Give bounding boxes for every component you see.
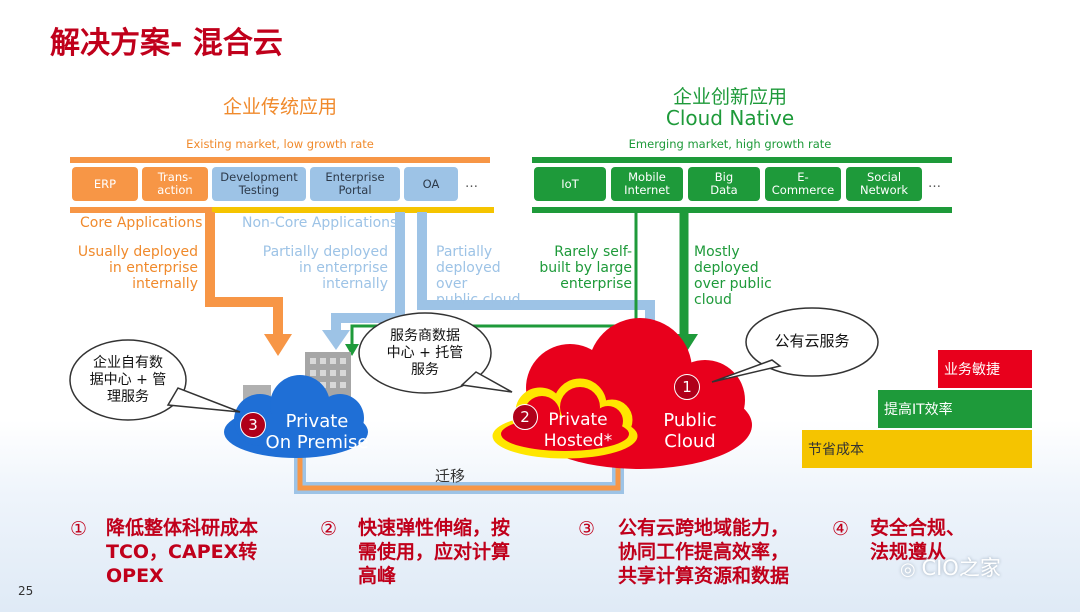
arrow-noncore-to-premise-head (322, 330, 350, 350)
innovative-subtitle: Emerging market, high growth rate (628, 137, 832, 151)
public-cloud-label: Public Cloud (663, 410, 717, 452)
core-applications-label: Core Applications (80, 215, 203, 231)
label-deployed-internally: Usually deployed in enterprise internall… (77, 244, 198, 292)
core-bar (70, 207, 212, 213)
benefit-3-num: ③ (578, 518, 596, 540)
benefit-4-num: ④ (832, 518, 850, 540)
benefit-3-text: 公有云跨地域能力， 协同工作提高效率， 共享计算资源和数据 (618, 517, 790, 587)
arrow-core-to-premise-head (264, 334, 292, 356)
innovative-more: … (928, 176, 941, 191)
noncore-applications-label: Non-Core Applications (242, 215, 398, 231)
watermark-text: CIO之家 (921, 556, 1001, 580)
app-transaction: Trans- action (142, 167, 208, 201)
traditional-top-bar (70, 157, 490, 163)
step-cost-saving: 节省成本 (802, 430, 1032, 468)
bubble-provider-dc-text: 服务商数据 中心 + 托管 服务 (386, 328, 464, 378)
label-partial-public: Partially deployed over public cloud (436, 244, 521, 308)
arrow-selfbuilt-to-premise-head (345, 344, 359, 356)
app-enterprise-portal: Enterprise Portal (310, 167, 400, 201)
app-social-network: Social Network (846, 167, 922, 201)
innovative-top-bar (532, 157, 952, 163)
badge-1: 1 (674, 374, 700, 400)
benefit-2-text: 快速弹性伸缩，按 需使用，应对计算 高峰 (358, 517, 511, 587)
innovative-title: 企业创新应用 (672, 86, 787, 108)
cloud-native-title: Cloud Native (665, 106, 795, 130)
app-erp: ERP (72, 167, 138, 201)
app-mobile-internet: Mobile Internet (611, 167, 683, 201)
migration-label: 迁移 (435, 467, 466, 485)
label-mostly-public: Mostly deployed over public cloud (694, 244, 772, 308)
badge-2: 2 (512, 404, 538, 430)
watermark: ◎ CIO之家 (900, 552, 1001, 582)
traditional-title: 企业传统应用 (222, 96, 337, 118)
label-self-built: Rarely self- built by large enterprise (539, 244, 632, 292)
step-it-efficiency: 提高IT效率 (878, 390, 1032, 428)
benefit-1-num: ① (70, 518, 88, 540)
app-big-data: Big Data (688, 167, 760, 201)
bubble-public-service-text: 公有云服务 (774, 332, 850, 350)
label-partial-internal: Partially deployed in enterprise interna… (262, 244, 388, 292)
traditional-subtitle: Existing market, low growth rate (186, 137, 374, 151)
page-number: 25 (18, 584, 34, 598)
migration-arrow-inner (297, 456, 621, 491)
bubble-public-service (711, 307, 879, 383)
benefit-2-num: ② (320, 518, 338, 540)
badge-3: 3 (240, 412, 266, 438)
app-e-commerce: E- Commerce (765, 167, 841, 201)
benefit-1-text: 降低整体科研成本 TCO，CAPEX转 OPEX (106, 517, 259, 587)
step-business-agility: 业务敏捷 (938, 350, 1032, 388)
app-development-testing: Development Testing (212, 167, 306, 201)
app-iot: IoT (534, 167, 606, 201)
traditional-more: … (465, 176, 478, 191)
bubble-provider-dc (358, 312, 513, 394)
private-premise-label: Private On Premise (265, 411, 369, 453)
page-title: 解决方案- 混合云 (50, 26, 283, 61)
wechat-icon: ◎ (900, 559, 922, 580)
bubble-self-dc-text: 企业自有数 据中心 + 管 理服务 (89, 355, 167, 405)
innovative-bottom-bar (532, 207, 952, 213)
arrow-core-to-premise (205, 212, 283, 336)
private-hosted-label: Private Hosted* (543, 410, 613, 451)
arrow-noncore-to-premise (331, 212, 405, 332)
bubble-self-dc (69, 339, 241, 421)
app-oa: OA (404, 167, 458, 201)
arrow-selfbuilt-to-premise (350, 212, 638, 346)
noncore-bar (212, 207, 494, 213)
benefit-4-text: 安全合规、 法规遵从 (870, 517, 966, 563)
